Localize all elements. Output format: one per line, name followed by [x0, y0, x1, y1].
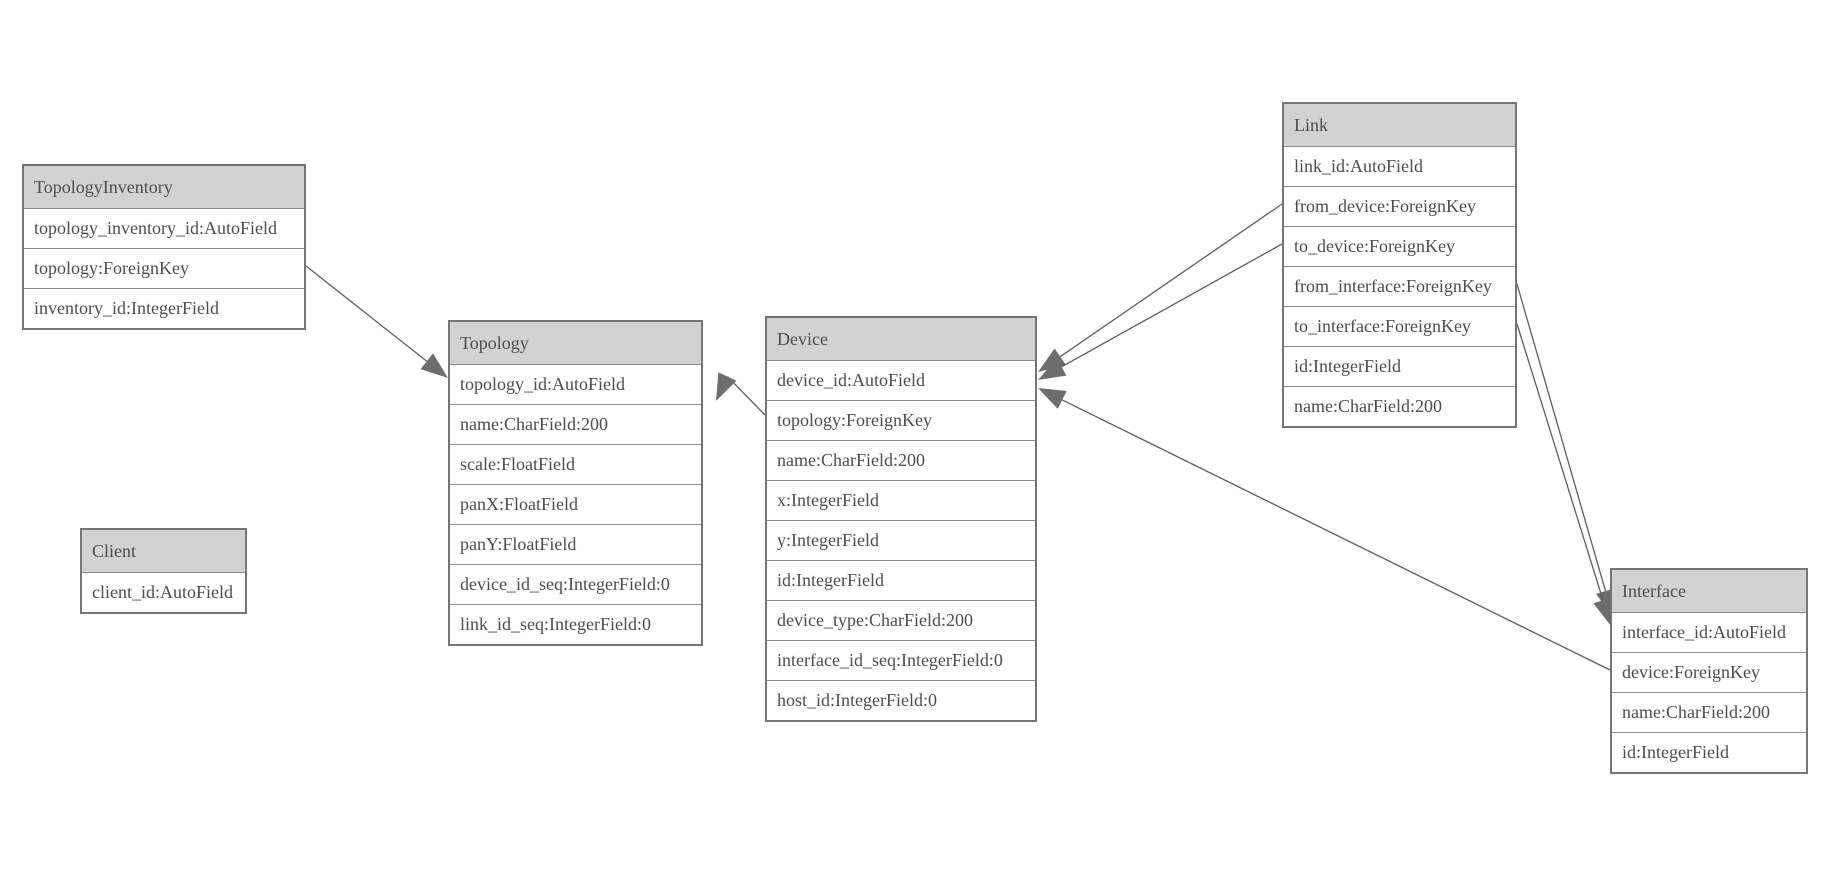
entity-field: to_device:ForeignKey [1284, 226, 1515, 266]
entity-field: link_id:AutoField [1284, 146, 1515, 186]
edge-interface-device [1038, 388, 1611, 671]
entity-title: Interface [1612, 570, 1806, 612]
entity-field: name:CharField:200 [1612, 692, 1806, 732]
entity-title: TopologyInventory [24, 166, 304, 208]
edge-line [1059, 203, 1283, 358]
entity-field: from_interface:ForeignKey [1284, 266, 1515, 306]
entity-field: id:IntegerField [1284, 346, 1515, 386]
entity-field: panX:FloatField [450, 484, 701, 524]
edge-line [1516, 283, 1607, 592]
entity-field: name:CharField:200 [767, 440, 1035, 480]
entity-field: inventory_id:IntegerField [24, 288, 304, 328]
arrowhead-icon [1593, 597, 1613, 626]
arrowhead-icon [716, 372, 737, 401]
arrowhead-icon [420, 353, 448, 378]
entity-title: Device [767, 318, 1035, 360]
entity-field: device:ForeignKey [1612, 652, 1806, 692]
edge-topologyinventory-topology [305, 265, 448, 378]
entity-title: Topology [450, 322, 701, 364]
entity-field: topology_id:AutoField [450, 364, 701, 404]
edge-link-to-interface [1516, 323, 1613, 626]
entity-field: name:CharField:200 [1284, 386, 1515, 426]
entity-field: id:IntegerField [1612, 732, 1806, 772]
entity-field: interface_id:AutoField [1612, 612, 1806, 652]
edge-link-from-interface [1516, 283, 1616, 617]
entity-field: client_id:AutoField [82, 572, 245, 612]
edge-line [1061, 399, 1611, 671]
entity-field: x:IntegerField [767, 480, 1035, 520]
entity-field: topology:ForeignKey [767, 400, 1035, 440]
entity-title: Link [1284, 104, 1515, 146]
edge-line [1516, 323, 1604, 601]
edge-line [1061, 243, 1283, 368]
entity-field: device_type:CharField:200 [767, 600, 1035, 640]
edge-device-topology [716, 372, 766, 416]
entity-field: link_id_seq:IntegerField:0 [450, 604, 701, 644]
entity-field: id:IntegerField [767, 560, 1035, 600]
edge-link-to-device [1038, 243, 1283, 380]
arrowhead-icon [1038, 388, 1067, 409]
entity-field: y:IntegerField [767, 520, 1035, 560]
entity-field: from_device:ForeignKey [1284, 186, 1515, 226]
entity-title: Client [82, 530, 245, 572]
entity-field: name:CharField:200 [450, 404, 701, 444]
entity-field: topology:ForeignKey [24, 248, 304, 288]
entity-field: host_id:IntegerField:0 [767, 680, 1035, 720]
entity-field: interface_id_seq:IntegerField:0 [767, 640, 1035, 680]
entity-field: panY:FloatField [450, 524, 701, 564]
entity-field: to_interface:ForeignKey [1284, 306, 1515, 346]
edge-line [305, 265, 428, 362]
entity-field: topology_inventory_id:AutoField [24, 208, 304, 248]
arrowhead-icon [1038, 358, 1067, 380]
edge-link-from-device [1038, 203, 1283, 372]
entity-field: scale:FloatField [450, 444, 701, 484]
entity-field: device_id_seq:IntegerField:0 [450, 564, 701, 604]
entity-field: device_id:AutoField [767, 360, 1035, 400]
